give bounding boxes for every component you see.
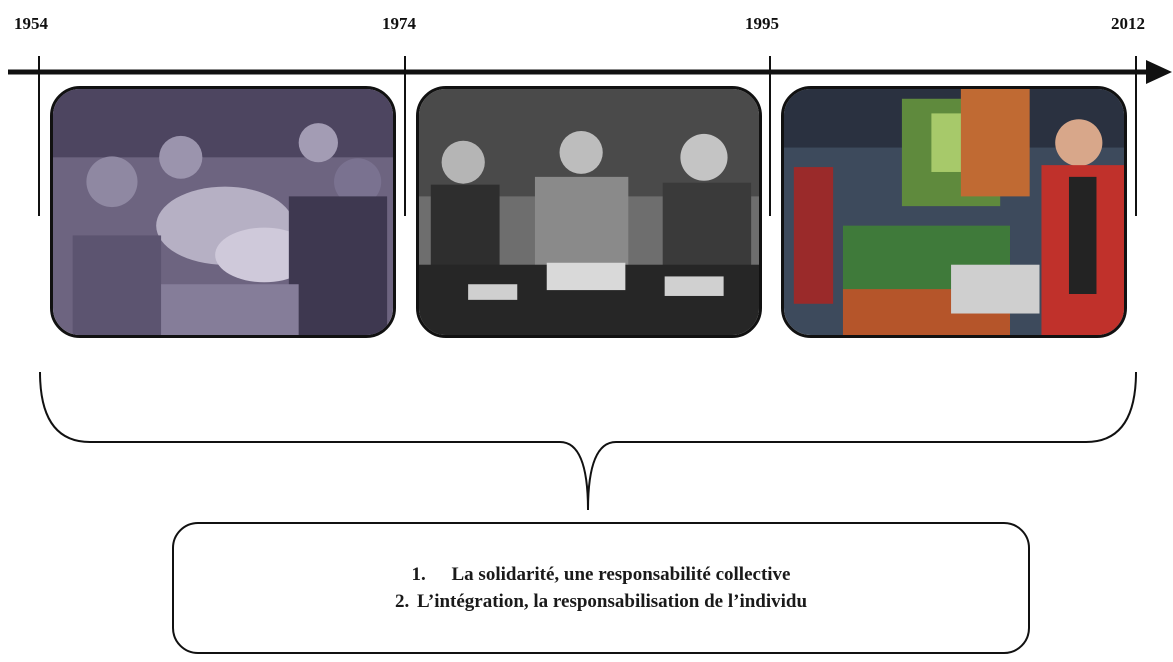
summary-item-1-number: 1. [411, 564, 426, 585]
year-label-1954: 1954 [14, 14, 48, 33]
period-brace [39, 371, 1137, 511]
photo-signing-1974 [416, 86, 762, 338]
summary-item-2-number: 2. [394, 591, 410, 612]
photo-crowd-1954 [50, 86, 396, 338]
summary-item-1-text: La solidarité, une responsabilité collec… [451, 564, 791, 585]
year-label-1974: 1974 [382, 14, 416, 33]
summary-item-2: 2. L’intégration, la responsabilisation d… [395, 588, 807, 615]
year-label-1995: 1995 [745, 14, 779, 33]
summary-item-1: 1. La solidarité, une responsabilité coll… [412, 561, 791, 588]
timeline-arrowhead [1146, 60, 1172, 84]
summary-box: 1. La solidarité, une responsabilité coll… [172, 522, 1030, 654]
summary-item-2-text: L’intégration, la responsabilisation de … [416, 591, 808, 612]
photo-market-2012 [781, 86, 1127, 338]
year-label-2012: 2012 [1111, 14, 1145, 33]
